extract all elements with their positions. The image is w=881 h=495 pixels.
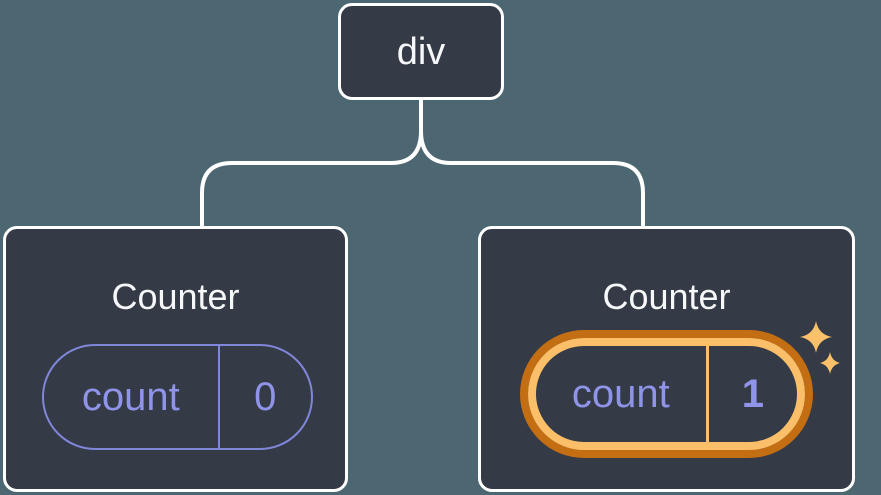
state-value: 1 (741, 371, 764, 416)
tree-node-counter-left: Counter count 0 (3, 226, 348, 492)
sparkles-icon (800, 321, 840, 374)
state-name: count (44, 346, 220, 448)
sparkle-large-icon (800, 321, 832, 353)
component-title: Counter (111, 276, 240, 317)
sparkle-small-icon (820, 352, 840, 374)
state-value: 0 (254, 374, 277, 419)
state-pill: count 0 (42, 344, 313, 450)
tree-node-counter-right: Counter count 1 (478, 226, 855, 492)
state-name: count (536, 346, 709, 442)
state-pill-highlighted: count 1 (528, 338, 805, 450)
tree-node-div: div (338, 3, 504, 100)
connector-branch-left (200, 129, 423, 229)
component-title: Counter (602, 276, 731, 317)
root-node-label: div (396, 30, 446, 73)
connector-branch-right (419, 129, 645, 229)
